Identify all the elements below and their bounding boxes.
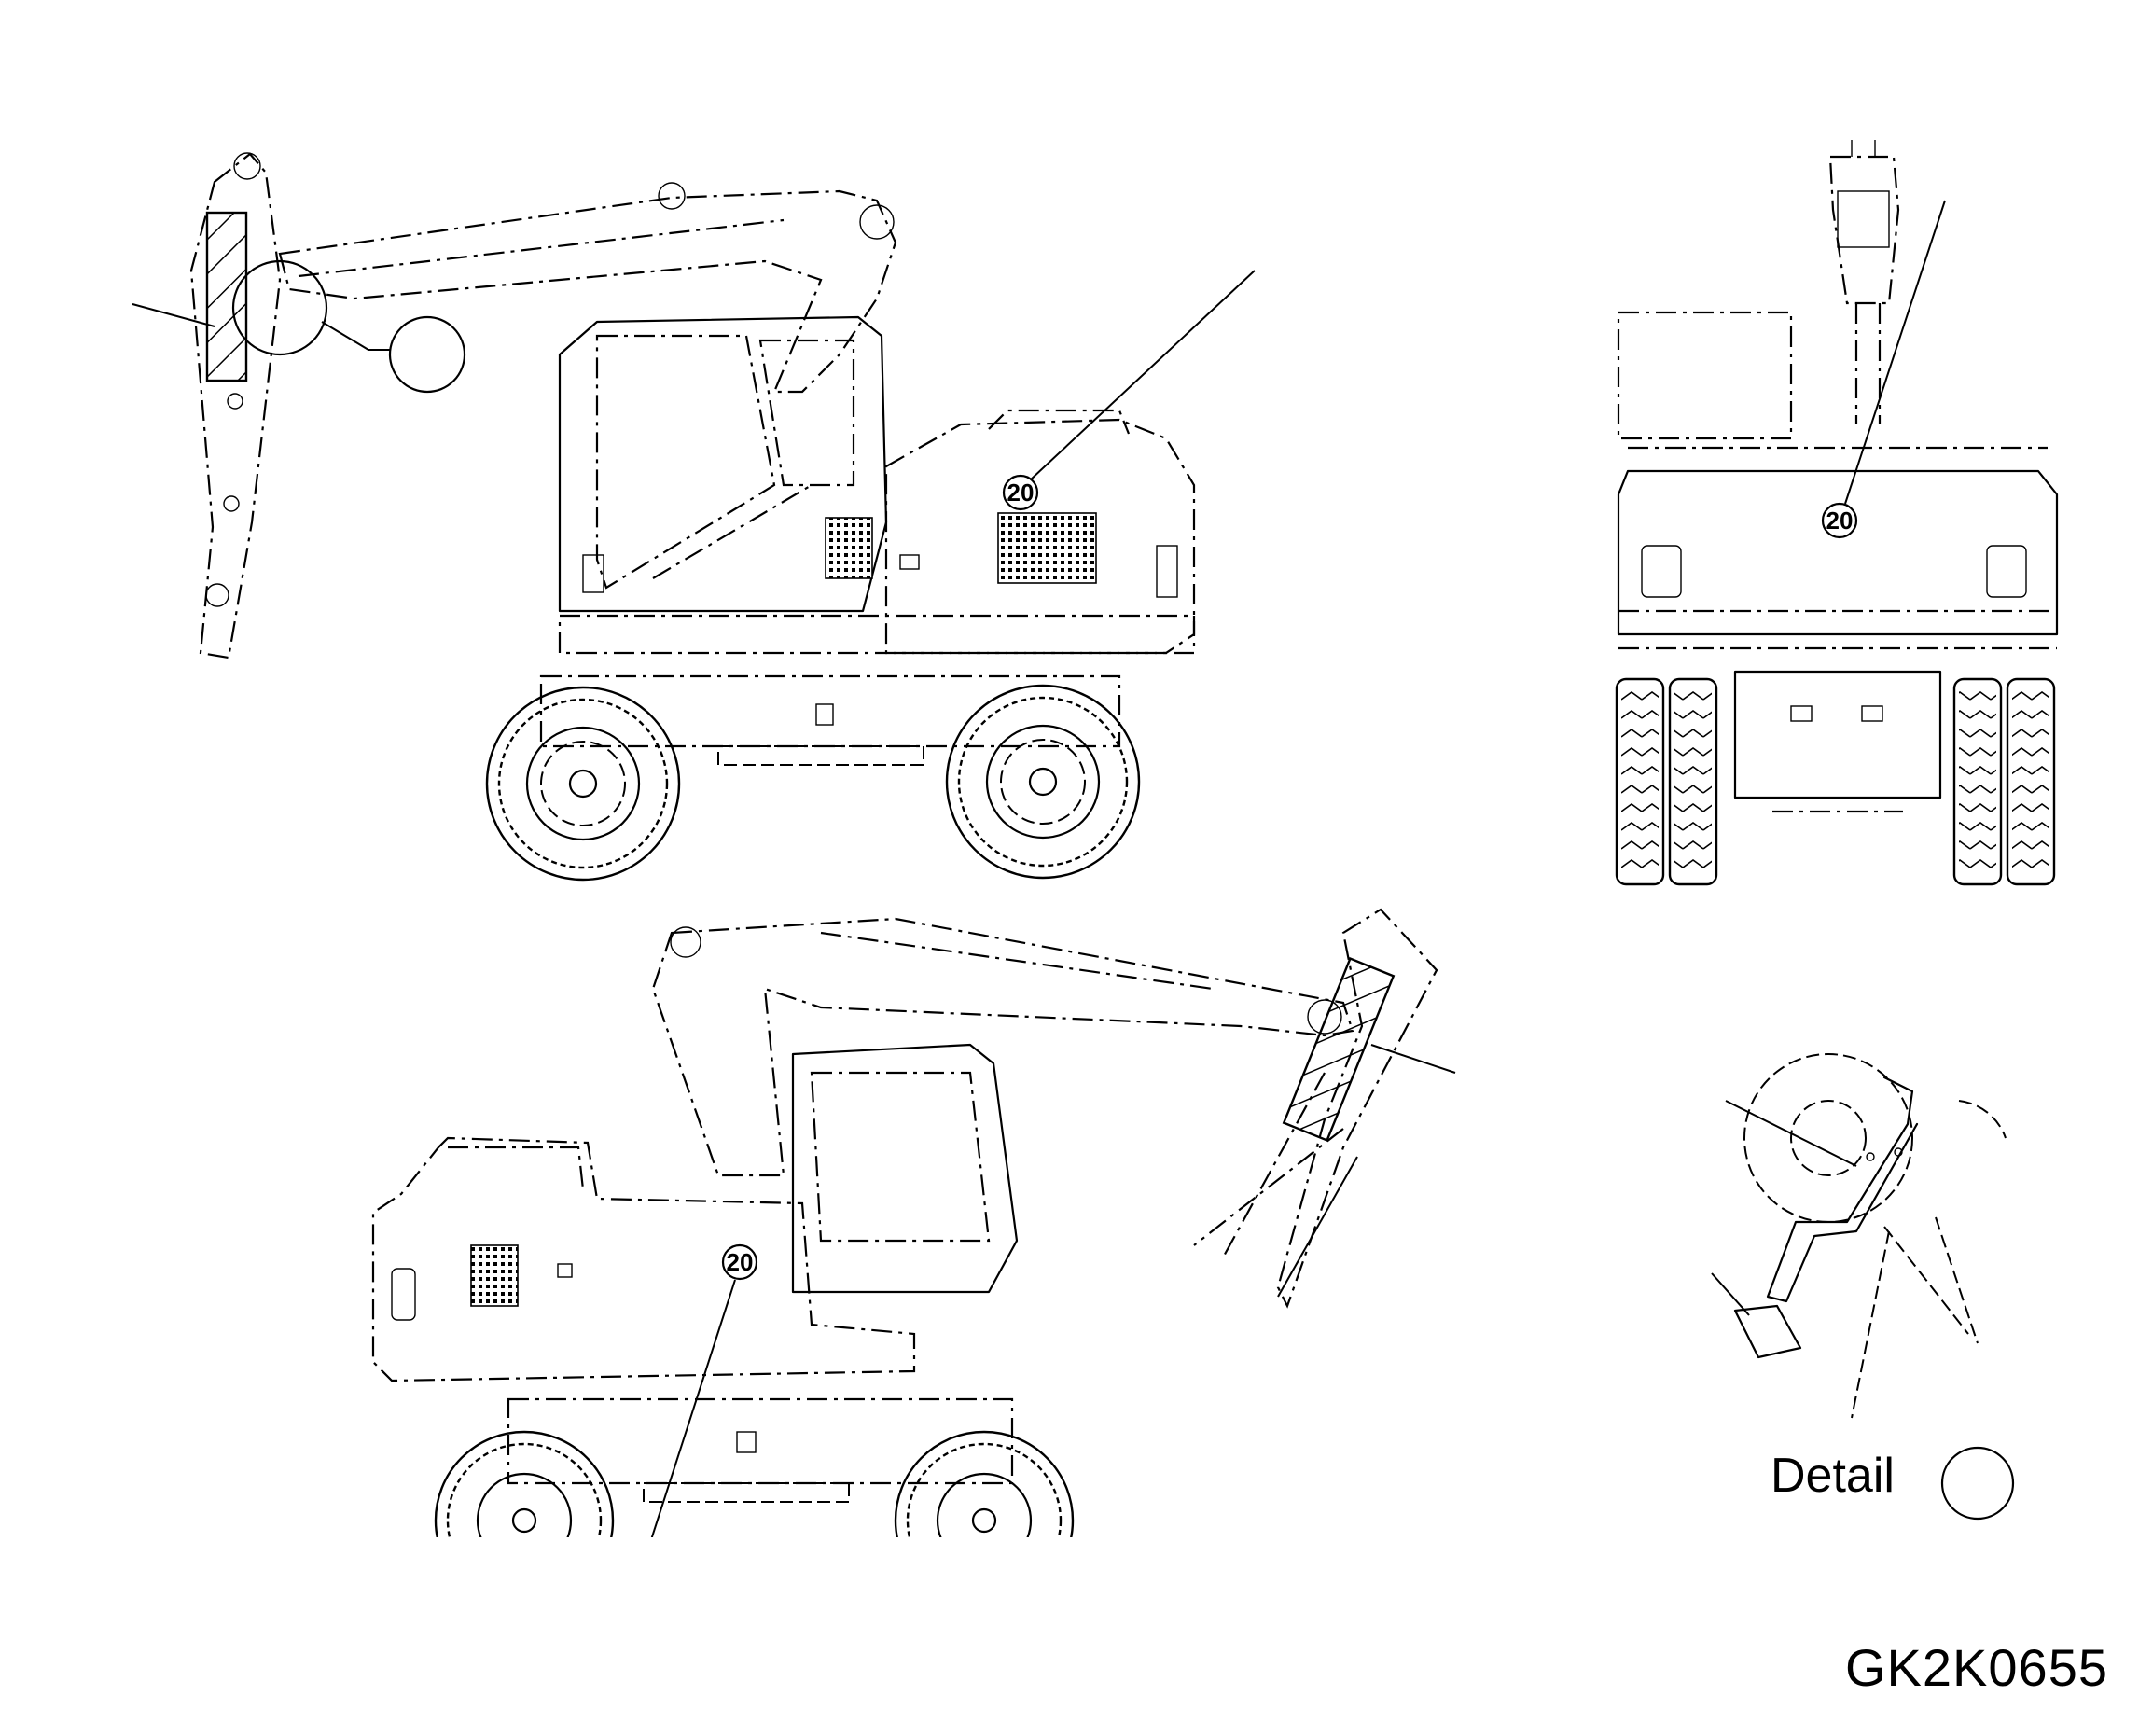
left-side-view: 20 [132, 152, 1256, 882]
rear-view-right-tyres [1952, 677, 2056, 886]
callout-20-right-label: 20 [727, 1248, 754, 1276]
detail-caption: Detail [1771, 1449, 1895, 1503]
rear-wheel-left-view [945, 684, 1141, 880]
detail-view [1711, 1053, 2015, 1521]
callout-20-left-label: 20 [1007, 479, 1035, 507]
upper-structure-right [371, 1136, 916, 1382]
bracket [1766, 1076, 1919, 1303]
cab-outline-right [791, 1043, 1019, 1294]
callout-20-right [721, 1243, 758, 1281]
front-wheel-left-view [485, 686, 681, 882]
callout-20-left [1002, 474, 1039, 511]
detail-ring-marker [231, 259, 328, 356]
engine-grille [997, 512, 1097, 584]
cab-outline [558, 315, 888, 613]
callout-20-rear-label: 20 [1826, 507, 1854, 535]
rear-view: 20 [1615, 140, 2059, 886]
warning-stripe-plate-right [1282, 956, 1396, 1143]
rear-view-left-tyres [1615, 677, 1718, 886]
right-side-view: 20 [371, 908, 1456, 1649]
warning-stripe-plate [205, 211, 248, 382]
boom-outline-right [651, 917, 1354, 1177]
counterweight [1617, 469, 2059, 636]
drawing-code: GK2K0655 [1845, 1638, 2108, 1697]
engine-grille-right [470, 1244, 519, 1307]
boom-outline [278, 189, 897, 394]
detail-reference-circle [388, 315, 466, 394]
callout-20-rear [1821, 502, 1858, 539]
detail-caption-circle [1940, 1446, 2015, 1521]
arm-outline [189, 152, 282, 660]
